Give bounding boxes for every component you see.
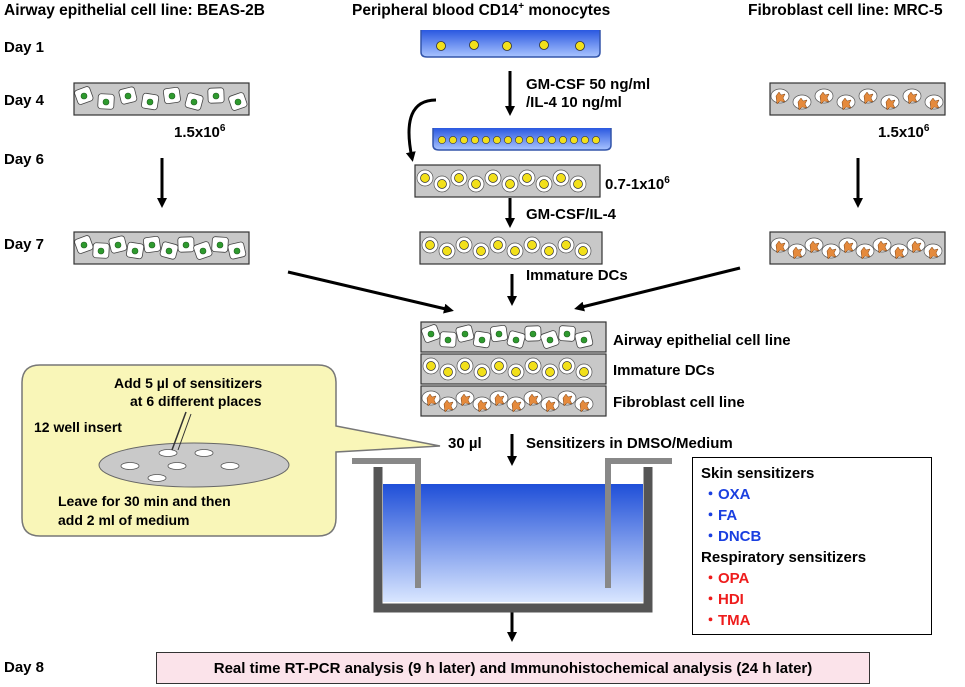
stack-dc-layer	[420, 353, 607, 385]
callout-insert-label: 12 well insert	[34, 419, 122, 435]
respiratory-item: ・HDI	[703, 591, 744, 608]
fibro-strip-day4	[769, 82, 946, 116]
immature-dcs-label: Immature DCs	[526, 267, 628, 284]
gmcsf-il4-label: GM-CSF/IL-4	[526, 206, 616, 223]
day-1-label: Day 1	[4, 39, 45, 56]
flow-arrows	[157, 71, 863, 642]
dish-dc-cells	[438, 136, 600, 144]
final-analysis-box: Real time RT-PCR analysis (9 h later) an…	[156, 652, 870, 684]
drop-spots	[120, 449, 240, 482]
layer-airway-label: Airway epithelial cell line	[613, 332, 791, 349]
day-6-label: Day 6	[4, 151, 45, 168]
respiratory-sensitizers-title: Respiratory sensitizers	[701, 549, 867, 566]
skin-item: ・FA	[703, 507, 738, 524]
final-analysis-text: Real time RT-PCR analysis (9 h later) an…	[213, 659, 813, 677]
header-airway: Airway epithelial cell line: BEAS-2B	[4, 2, 265, 19]
callout-add-line2: at 6 different places	[130, 393, 262, 409]
callout-leave-line1: Leave for 30 min and then	[58, 493, 231, 509]
volume-label: 30 µl	[448, 435, 482, 452]
pipette-pointer	[171, 411, 187, 451]
well-insert-ellipse	[98, 442, 290, 488]
airway-strip-day7	[73, 231, 250, 265]
skin-sensitizers-title: Skin sensitizers	[701, 465, 815, 482]
transwell-well	[352, 458, 672, 613]
callout-add-line1: Add 5 µl of sensitizers	[114, 375, 263, 391]
header-fibroblast: Fibroblast cell line: MRC-5	[748, 2, 943, 19]
day-4-label: Day 4	[4, 92, 45, 109]
skin-item: ・DNCB	[703, 528, 762, 545]
gmcsf-50-label: GM-CSF 50 ng/ml	[526, 76, 651, 93]
respiratory-item: ・TMA	[703, 612, 751, 629]
dc-strip-day7	[419, 231, 603, 265]
il4-10-label: /IL-4 10 ng/ml	[526, 94, 622, 111]
respiratory-item: ・OPA	[703, 570, 750, 587]
layer-dcs-label: Immature DCs	[613, 362, 715, 379]
monocytes-day1	[436, 40, 585, 51]
day-8-label: Day 8	[4, 659, 45, 676]
fibro-strip-day7	[769, 231, 946, 265]
layer-fibro-label: Fibroblast cell line	[613, 394, 745, 411]
fibro-density: 1.5x106	[878, 123, 930, 141]
airway-density: 1.5x106	[174, 123, 226, 141]
dc-density: 0.7-1x106	[605, 175, 670, 193]
airway-strip-day4	[73, 82, 250, 116]
header-monocytes: Peripheral blood CD14+ monocytes	[352, 1, 611, 19]
stack-airway-layer	[420, 321, 607, 353]
callout-leave-line2: add 2 ml of medium	[58, 512, 190, 528]
sensitizers-medium-label: Sensitizers in DMSO/Medium	[526, 435, 733, 452]
dc-strip-day6	[414, 164, 601, 198]
sensitizers-box: Skin sensitizers ・OXA ・FA ・DNCB Respirat…	[692, 457, 932, 635]
skin-item: ・OXA	[703, 486, 751, 503]
day-7-label: Day 7	[4, 236, 45, 253]
stack-fibro-layer	[420, 385, 607, 417]
